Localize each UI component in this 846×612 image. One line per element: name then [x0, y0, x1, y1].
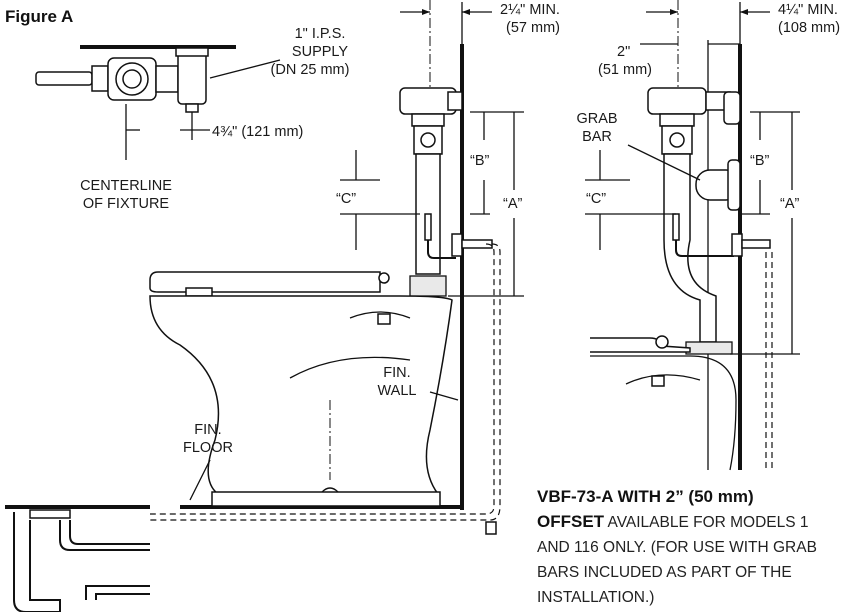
plan-stop-valve	[177, 51, 207, 105]
supply-label-3: (DN 25 mm)	[271, 62, 350, 78]
caption-offset: OFFSET	[537, 512, 605, 531]
toilet-base	[211, 491, 441, 507]
caption-line-2: OFFSET AVAILABLE FOR MODELS 1	[537, 512, 809, 531]
supply-stop-left	[451, 233, 463, 257]
fin-wall-label-1: FIN.	[383, 365, 410, 381]
plan-handle	[35, 71, 93, 86]
caption-line-5: INSTALLATION.)	[537, 589, 654, 606]
dim-c-right: “C”	[586, 191, 606, 207]
caption-line-3: AND 116 ONLY. (FOR USE WITH GRAB	[537, 539, 817, 556]
figure-title: Figure A	[5, 7, 73, 26]
centerline-label-1: CENTERLINE	[80, 178, 172, 194]
min-left-label-2: (57 mm)	[506, 20, 560, 36]
caption-models: AVAILABLE FOR MODELS 1	[604, 514, 808, 531]
supply-leader	[209, 59, 281, 79]
right-toilet-seat	[590, 337, 691, 353]
min-left-label-1: 2¼" MIN.	[500, 2, 560, 18]
fin-floor-label-2: FLOOR	[183, 440, 233, 456]
toilet-seat-lid	[149, 271, 381, 293]
grab-bar-label-2: BAR	[582, 129, 612, 145]
supply-pipe-dashed	[150, 243, 501, 521]
two-inch-label-1: 2"	[617, 44, 630, 60]
fin-wall-label-2: WALL	[378, 383, 417, 399]
offset-label: 4¾" (121 mm)	[212, 124, 303, 140]
supply-label-2: SUPPLY	[292, 44, 348, 60]
spud-coupling	[409, 275, 447, 297]
plan-view	[35, 45, 281, 160]
left-elevation	[5, 0, 524, 612]
min-right-label-1: 4¼" MIN.	[778, 2, 838, 18]
min-right-label-2: (108 mm)	[778, 20, 840, 36]
dim-b-right: “B”	[750, 153, 770, 169]
caption-line-1: VBF-73-A WITH 2” (50 mm)	[537, 487, 754, 506]
fin-floor-label-1: FIN.	[194, 422, 221, 438]
dim-a-left: “A”	[503, 196, 523, 212]
centerline-label-2: OF FIXTURE	[83, 196, 170, 212]
right-flush-valve	[647, 87, 707, 115]
dim-c-left: “C”	[336, 191, 356, 207]
two-inch-label-2: (51 mm)	[598, 62, 652, 78]
dim-b-left: “B”	[470, 153, 490, 169]
caption-line-4: BARS INCLUDED AS PART OF THE	[537, 564, 792, 581]
dim-a-right: “A”	[780, 196, 800, 212]
right-elevation	[585, 0, 800, 471]
supply-label-1: 1" I.P.S.	[295, 26, 346, 42]
grab-bar-label-1: GRAB	[576, 111, 617, 127]
